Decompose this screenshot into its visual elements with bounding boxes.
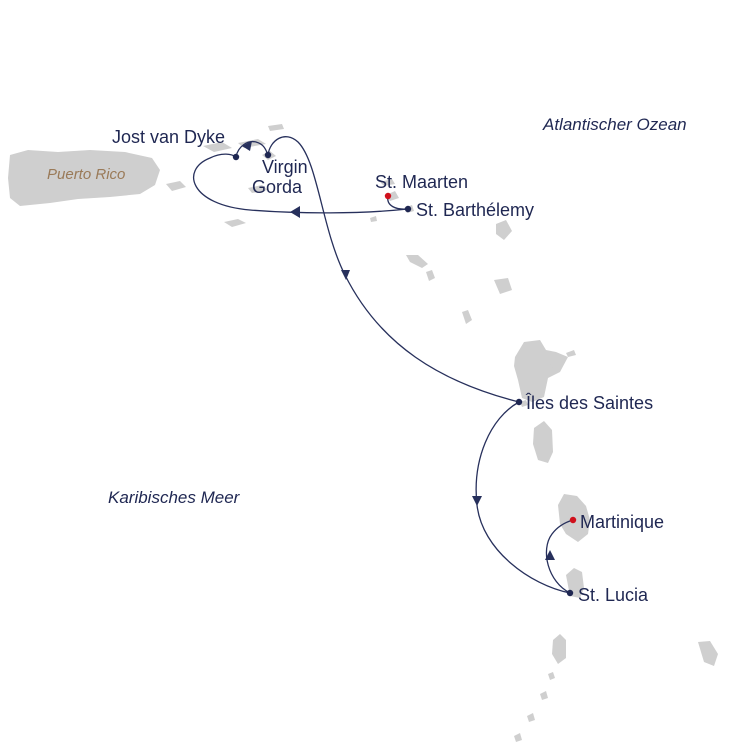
island-grenadines-south <box>527 713 535 722</box>
island-st-thomas <box>203 142 232 152</box>
route-leg-st-lucia-to-martinique <box>545 519 574 594</box>
island-st-croix <box>248 185 268 193</box>
island-dominica <box>533 421 553 463</box>
port-marker-iles-des-saintes <box>515 398 523 406</box>
port-marker-martinique-end <box>569 516 577 524</box>
port-label-st-maarten: St. Maarten <box>375 172 469 192</box>
direction-arrow-icon <box>545 550 555 560</box>
island-anegada <box>268 124 284 131</box>
island-st-kitts <box>406 255 428 268</box>
direction-arrows <box>242 141 555 560</box>
island-nevis <box>426 270 435 281</box>
island-saba <box>370 216 377 222</box>
route-leg-virgin-gorda-to-les-saintes <box>267 136 520 403</box>
port-marker-st-lucia <box>566 589 574 597</box>
direction-arrow-icon <box>242 141 252 151</box>
island-montserrat <box>462 310 472 324</box>
island-mustique <box>540 691 548 700</box>
port-marker-virgin-gorda <box>264 151 272 159</box>
island-antigua <box>494 278 512 294</box>
island-la-desirade <box>566 350 576 357</box>
island-marie-galante <box>542 364 555 374</box>
island-culebra <box>166 181 186 191</box>
port-label-iles-des-saintes: Îles des Saintes <box>526 393 654 413</box>
land-layer <box>8 124 718 742</box>
port-marker-st-barthelemy <box>404 205 412 213</box>
port-label-virgin-gorda-line2: Gorda <box>252 177 303 197</box>
route-leg-jost-to-virgin-gorda <box>235 140 269 158</box>
direction-arrow-icon <box>290 206 300 218</box>
port-label-st-lucia: St. Lucia <box>578 585 649 605</box>
port-marker-st-maarten-start <box>384 192 392 200</box>
port-label-virgin-gorda-line1: Virgin <box>262 157 308 177</box>
island-vieques <box>224 219 246 227</box>
island-guadeloupe <box>514 340 568 402</box>
port-markers <box>232 151 577 597</box>
sea-label-atlantic: Atlantischer Ozean <box>543 115 687 134</box>
direction-arrow-icon <box>472 496 482 506</box>
port-label-st-barthelemy: St. Barthélemy <box>416 200 535 220</box>
island-bequia <box>548 672 555 680</box>
sea-label-caribbean: Karibisches Meer <box>108 488 240 507</box>
island-st-vincent <box>552 634 566 664</box>
port-marker-jost-van-dyke <box>232 153 240 161</box>
island-barbuda <box>496 220 512 240</box>
island-barbados <box>698 641 718 666</box>
island-puerto-rico <box>8 150 160 206</box>
port-label-jost-van-dyke: Jost van Dyke <box>112 127 226 147</box>
direction-arrow-icon <box>341 270 350 280</box>
port-label-martinique: Martinique <box>580 512 665 532</box>
route-leg-st-barthelemy-to-jost <box>193 153 409 214</box>
land-label-puerto-rico: Puerto Rico <box>47 166 126 183</box>
island-anguilla <box>380 179 395 186</box>
route-leg-les-saintes-to-st-lucia <box>475 401 571 594</box>
island-carriacou <box>514 733 522 742</box>
